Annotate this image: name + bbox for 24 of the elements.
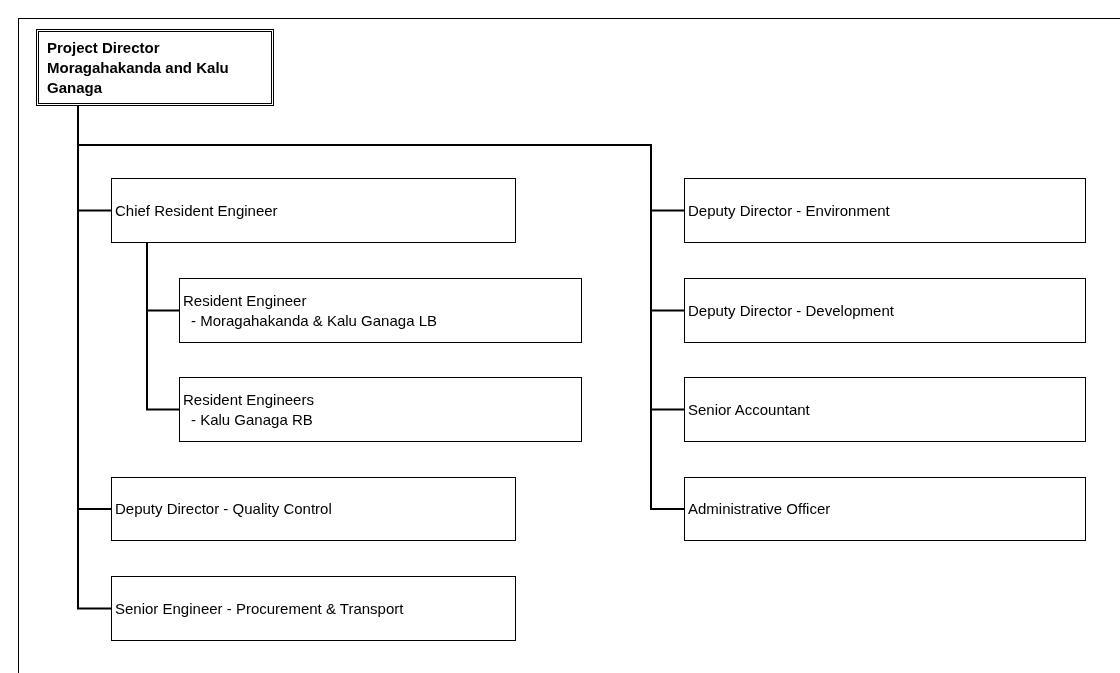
role-box (684, 477, 1086, 541)
director-title: Project Director (47, 37, 161, 58)
role-title: Deputy Director - Quality Control (115, 499, 333, 519)
role-title: Resident Engineer (183, 290, 308, 311)
role-box (179, 377, 582, 442)
role-box (179, 278, 582, 343)
connector-line (146, 242, 180, 411)
role-box (111, 178, 516, 243)
role-title: Senior Accountant (688, 399, 811, 420)
role-box (684, 377, 1086, 442)
role-title: Deputy Director - Development (688, 300, 895, 321)
role-title: Chief Resident Engineer (115, 200, 279, 221)
role-box (111, 477, 516, 541)
role-title: Resident Engineers (183, 389, 315, 410)
role-title: Deputy Director - Environment (688, 200, 891, 221)
director-box (36, 29, 274, 106)
role-title: Administrative Officer (688, 499, 832, 519)
role-box (684, 178, 1086, 243)
role-title: Senior Engineer - Procurement & Transport (115, 598, 405, 619)
role-box (684, 278, 1086, 343)
role-title: - Moragahakanda & Kalu Ganaga LB (190, 310, 438, 331)
role-title: - Kalu Ganaga RB (190, 409, 314, 430)
director-title: Moragahakanda and Kalu Ganaga (47, 57, 230, 98)
role-box (111, 576, 516, 641)
